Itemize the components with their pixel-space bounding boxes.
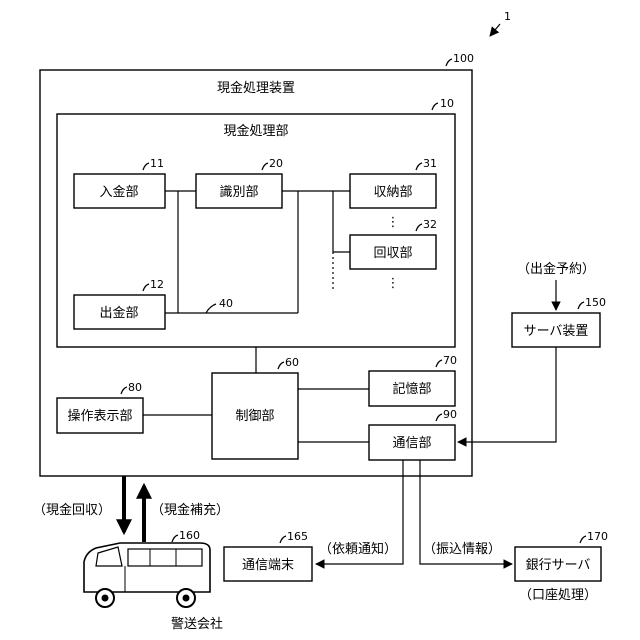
apparatus-ref-tick <box>446 59 452 66</box>
dispense-ref: 12 <box>150 278 164 291</box>
storage-unit-label: 収納部 <box>373 185 412 200</box>
comm-unit-label: 通信部 <box>392 436 431 451</box>
bank-ref-tick <box>580 536 586 543</box>
server-ref-tick <box>578 302 584 309</box>
ellipsis-upper: ⋮ <box>387 215 400 230</box>
server-to-comm-arrow <box>458 347 556 442</box>
storage-ref: 31 <box>423 157 437 170</box>
security-ref: 160 <box>179 529 200 542</box>
van-icon <box>84 543 210 607</box>
security-ref-tick <box>172 535 178 542</box>
terminal-label: 通信端末 <box>242 558 294 573</box>
display-unit-label: 操作表示部 <box>67 408 132 424</box>
memory-unit-label: 記憶部 <box>392 381 431 397</box>
server-label: サーバ装置 <box>524 324 589 339</box>
bank-ref: 170 <box>587 530 608 543</box>
processing-unit-label: 現金処理部 <box>223 123 288 139</box>
cash-collect-label: （現金回収） <box>33 502 111 518</box>
dispense-unit-label: 出金部 <box>99 305 138 321</box>
account-label: （口座処理） <box>519 588 597 603</box>
comm-ref: 90 <box>443 408 457 421</box>
cash-replenish-label: （現金補充） <box>151 502 229 518</box>
system-ref: 1 <box>504 10 511 23</box>
reservation-label: （出金予約） <box>517 261 595 277</box>
transfer-label: （振込情報） <box>423 542 501 557</box>
request-label: （依頼通知） <box>319 541 397 557</box>
system-ref-arrow <box>490 24 500 36</box>
deposit-ref: 11 <box>150 157 164 170</box>
recognition-ref: 20 <box>269 157 283 170</box>
memory-ref: 70 <box>443 354 457 367</box>
collection-ref: 32 <box>423 218 437 231</box>
control-unit-label: 制御部 <box>235 409 274 424</box>
control-ref: 60 <box>285 356 299 369</box>
security-company-label: 警送会社 <box>171 616 223 632</box>
terminal-ref: 165 <box>287 530 308 543</box>
transport-ref: 40 <box>219 297 233 310</box>
bank-server-label: 銀行サーバ <box>526 558 591 573</box>
collection-unit-label: 回収部 <box>373 246 412 261</box>
recognition-unit-label: 識別部 <box>219 185 258 200</box>
ellipsis-lower: ⋮ <box>387 276 400 291</box>
apparatus-ref: 100 <box>453 52 474 65</box>
apparatus-label: 現金処理装置 <box>217 80 295 96</box>
deposit-unit-label: 入金部 <box>99 184 138 200</box>
server-ref: 150 <box>585 296 606 309</box>
display-ref: 80 <box>128 381 142 394</box>
processing-unit-ref: 10 <box>440 97 454 110</box>
terminal-ref-tick <box>280 536 286 543</box>
